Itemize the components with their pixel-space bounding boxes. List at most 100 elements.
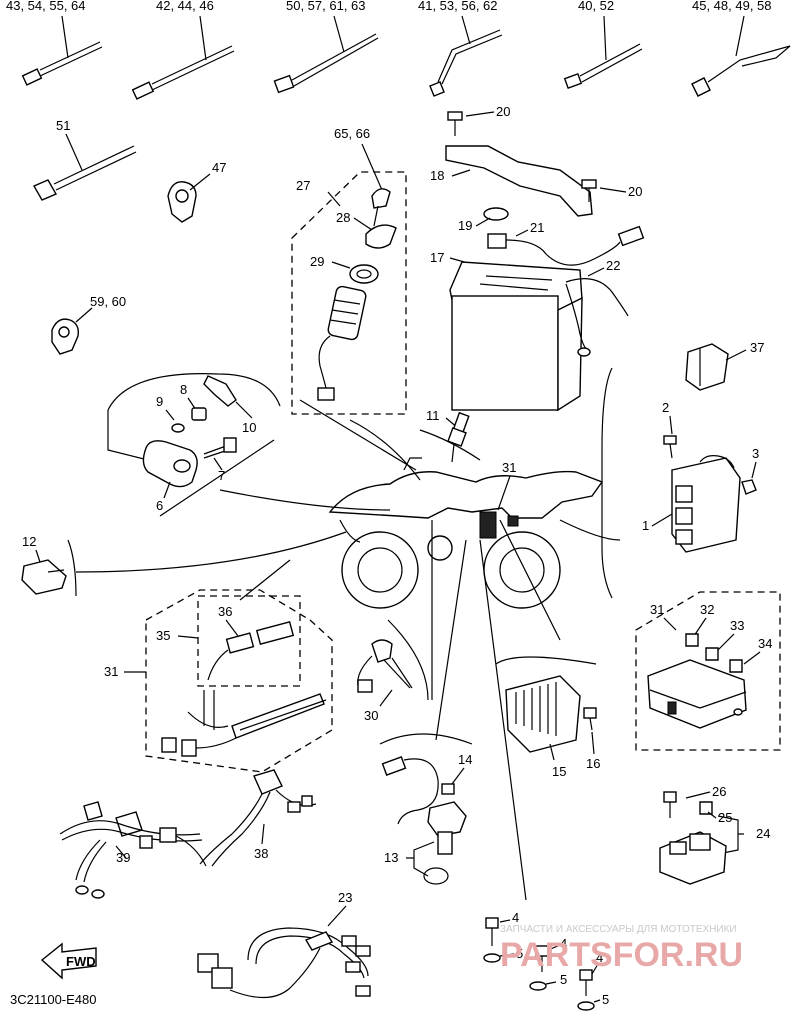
fuse-33 — [705, 647, 719, 661]
label-28: 28 — [336, 210, 350, 225]
harness-group-outline — [145, 589, 333, 773]
harness-23 — [197, 927, 371, 999]
label-31a: 31 — [502, 460, 516, 475]
main-switch — [317, 285, 367, 401]
label-30: 30 — [364, 708, 378, 723]
fuse-32 — [685, 633, 699, 647]
screw-14 — [441, 783, 455, 795]
bolt-20b — [581, 179, 627, 202]
screw-8 — [191, 407, 207, 421]
label-41: 41, 53, 56, 62 — [418, 0, 498, 13]
label-4c: 4 — [596, 950, 603, 965]
key — [371, 188, 391, 227]
label-18: 18 — [430, 168, 444, 183]
label-35: 35 — [156, 628, 170, 643]
watermark-caption: ЗАПЧАСТИ И АКСЕССУАРЫ ДЛЯ МОТОТЕХНИКИ — [500, 924, 737, 935]
label-43: 43, 54, 55, 64 — [6, 0, 86, 13]
label-33: 33 — [730, 618, 744, 633]
atv-body — [328, 457, 604, 609]
label-34: 34 — [758, 636, 772, 651]
fwd-arrow-icon: FWD — [40, 942, 97, 980]
label-29: 29 — [310, 254, 324, 269]
cable-tie-42 — [131, 15, 235, 100]
clamp-47 — [167, 173, 211, 223]
label-47: 47 — [212, 160, 226, 175]
cable-tie-43 — [21, 15, 103, 86]
label-51: 51 — [56, 118, 70, 133]
label-11: 11 — [426, 408, 440, 423]
negative-cable-22 — [565, 267, 629, 357]
label-10: 10 — [242, 420, 256, 435]
label-22: 22 — [606, 258, 620, 273]
coil-group-bracket — [159, 439, 275, 517]
label-50: 50, 57, 61, 63 — [286, 0, 366, 13]
clamp-59 — [51, 307, 93, 355]
label-14: 14 — [458, 752, 472, 767]
sensor-bracket — [379, 733, 473, 745]
label-21: 21 — [530, 220, 544, 235]
bolt-20a — [447, 111, 495, 136]
label-4b: 4 — [560, 936, 567, 951]
label-4a: 4 — [512, 910, 519, 925]
fuse-holder-36 — [207, 620, 295, 681]
label-32: 32 — [700, 602, 714, 617]
label-59: 59, 60 — [90, 294, 126, 309]
label-6: 6 — [156, 498, 163, 513]
lead-30 — [357, 639, 413, 693]
label-5a: 5 — [516, 946, 523, 961]
thermo-switch-12 — [21, 559, 67, 595]
battery-17 — [449, 261, 583, 412]
washer-9 — [171, 423, 185, 433]
battery-pad-19 — [483, 207, 509, 221]
harness-31 — [161, 690, 327, 757]
harness-39 — [59, 801, 207, 899]
label-31b: 31 — [104, 664, 118, 679]
fuse-box-outline — [635, 591, 781, 751]
label-9: 9 — [156, 394, 163, 409]
label-20b: 20 — [628, 184, 642, 199]
fwd-label: FWD — [66, 954, 96, 969]
label-12: 12 — [22, 534, 36, 549]
coil-lead-arc — [107, 373, 281, 411]
cable-tie-41 — [429, 15, 503, 97]
label-5b: 5 — [560, 972, 567, 987]
cdi-unit-1 — [671, 455, 741, 553]
cdi-bracket — [601, 367, 613, 599]
fuse-34 — [729, 659, 743, 673]
rectifier-15 — [505, 675, 581, 753]
cable-tie-50 — [273, 15, 379, 94]
spark-plug-11 — [447, 411, 470, 463]
clamp-51 — [33, 133, 137, 201]
lock-nut — [349, 264, 379, 284]
harness-38 — [199, 769, 317, 867]
cable-tie-40 — [563, 15, 643, 89]
screw-2 — [663, 435, 677, 459]
plug-cap-10 — [203, 375, 253, 419]
label-5c: 5 — [602, 992, 609, 1007]
label-65: 65, 66 — [334, 126, 370, 141]
fuse-box — [647, 659, 747, 729]
label-19: 19 — [458, 218, 472, 233]
bolt-7 — [203, 437, 237, 471]
label-39: 39 — [116, 850, 130, 865]
label-38: 38 — [254, 846, 268, 861]
label-24: 24 — [756, 826, 770, 841]
label-1: 1 — [642, 518, 649, 533]
battery-band-18 — [445, 145, 593, 217]
speed-sensor-13 — [381, 756, 467, 885]
bushing-3 — [741, 479, 757, 495]
sub-lead-outline — [197, 595, 301, 687]
cable-tie-45 — [691, 15, 791, 97]
screw-26 — [663, 791, 677, 818]
label-3: 3 — [752, 446, 759, 461]
label-15: 15 — [552, 764, 566, 779]
label-42: 42, 44, 46 — [156, 0, 214, 13]
screw-16 — [583, 707, 597, 731]
label-17: 17 — [430, 250, 444, 265]
label-2: 2 — [662, 400, 669, 415]
label-31c: 31 — [650, 602, 664, 617]
ignition-coil-6 — [142, 440, 198, 488]
switch-cap — [365, 224, 397, 249]
rectifier-bracket — [495, 656, 597, 665]
